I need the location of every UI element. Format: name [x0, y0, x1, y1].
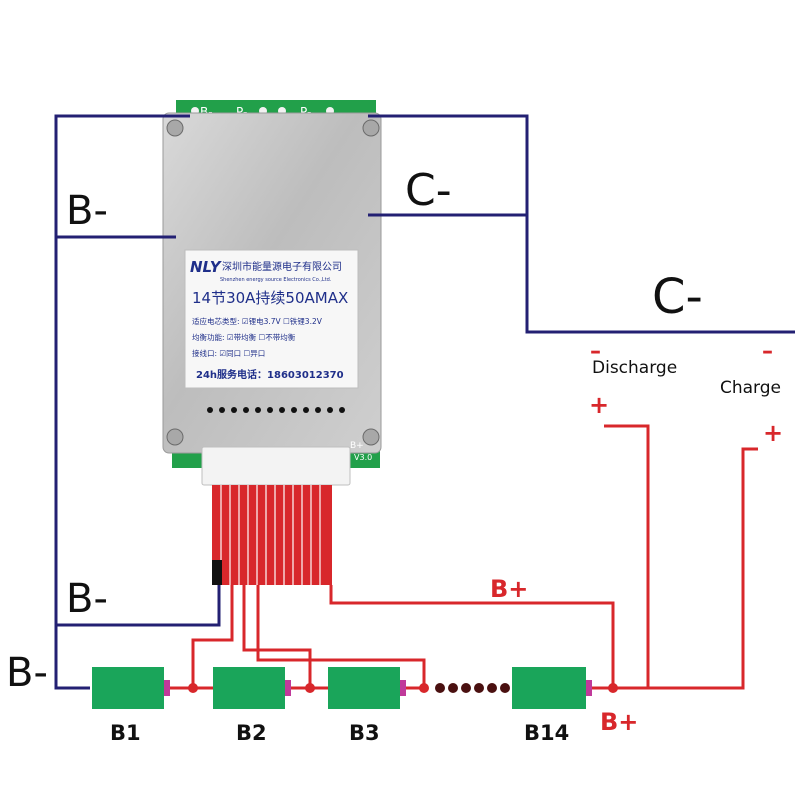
spec-row-balance: 均衡功能: ☑带均衡 ☐不带均衡	[192, 332, 296, 342]
cell-b1	[92, 667, 164, 709]
pad-label-p-minus-2: P-	[300, 105, 311, 119]
brand-logo: NLY	[190, 258, 223, 276]
bms-board: B- P- P- NLY 深圳市能量源电子有限公司 Shenzhen energ…	[162, 100, 382, 486]
label-b-plus-bottom: B+	[600, 708, 638, 736]
balance-connector	[201, 446, 351, 486]
balance-b2-wire	[191, 585, 234, 688]
cell-b1-terminal	[164, 680, 170, 696]
label-c-minus-right: C-	[652, 269, 703, 325]
cell-label-b1: B1	[110, 721, 141, 745]
balance-b2b-wire	[242, 585, 312, 688]
negative-wiring	[54, 114, 795, 690]
balance-pads	[207, 407, 345, 413]
label-b-minus-top: B-	[66, 188, 108, 234]
charge-plus-sign: +	[763, 419, 783, 447]
label-b-plus-wire: B+	[490, 575, 528, 603]
board-version: V3.0	[354, 453, 372, 462]
spec-row-cell-type: 适应电芯类型: ☑锂电3.7V ☐铁锂3.2V	[192, 316, 323, 326]
charge-plus-wire	[613, 447, 758, 690]
balance-ribbon	[212, 485, 332, 585]
balance-b3-wire	[256, 585, 426, 688]
company-name-en: Shenzhen energy source Electronics Co.,L…	[220, 277, 332, 283]
b-minus-top-wire	[54, 114, 190, 690]
cell-b3-terminal	[400, 680, 406, 696]
charge-minus-sign: –	[762, 339, 773, 364]
spec-sticker	[184, 249, 359, 389]
cell-label-b2: B2	[236, 721, 267, 745]
company-name-cn: 深圳市能量源电子有限公司	[222, 260, 342, 273]
junction-dots	[188, 683, 618, 693]
mounting-screws	[166, 119, 380, 446]
pad-label-p-minus-1: P-	[236, 105, 247, 119]
cell-ellipsis	[435, 683, 510, 693]
discharge-plus-sign: +	[589, 391, 609, 419]
label-c-minus-board: C-	[405, 165, 452, 216]
label-discharge: Discharge	[592, 358, 677, 378]
spec-row-port: 接线口: ☑同口 ☐异口	[192, 348, 265, 358]
cell-b14	[512, 667, 586, 709]
cell-b14-terminal	[586, 680, 592, 696]
discharge-plus-wire	[604, 424, 650, 688]
service-phone: 24h服务电话：18603012370	[196, 368, 344, 381]
cell-b2-terminal	[285, 680, 291, 696]
discharge-minus-sign: –	[590, 339, 601, 364]
connector-b-plus-label: B+	[350, 441, 364, 451]
cell-label-b3: B3	[349, 721, 380, 745]
label-b-minus-bottom: B-	[6, 650, 48, 696]
b-plus-wire	[329, 585, 615, 688]
label-charge: Charge	[720, 378, 781, 398]
cell-label-b14: B14	[524, 721, 569, 745]
cell-b2	[213, 667, 285, 709]
b-minus-ribbon-wire	[56, 585, 221, 627]
label-b-minus-mid: B-	[66, 576, 108, 622]
spec-line: 14节30A持续50AMAX	[192, 289, 348, 307]
battery-cells	[92, 667, 592, 709]
p-minus-top-wire	[368, 114, 795, 334]
cell-b3	[328, 667, 400, 709]
